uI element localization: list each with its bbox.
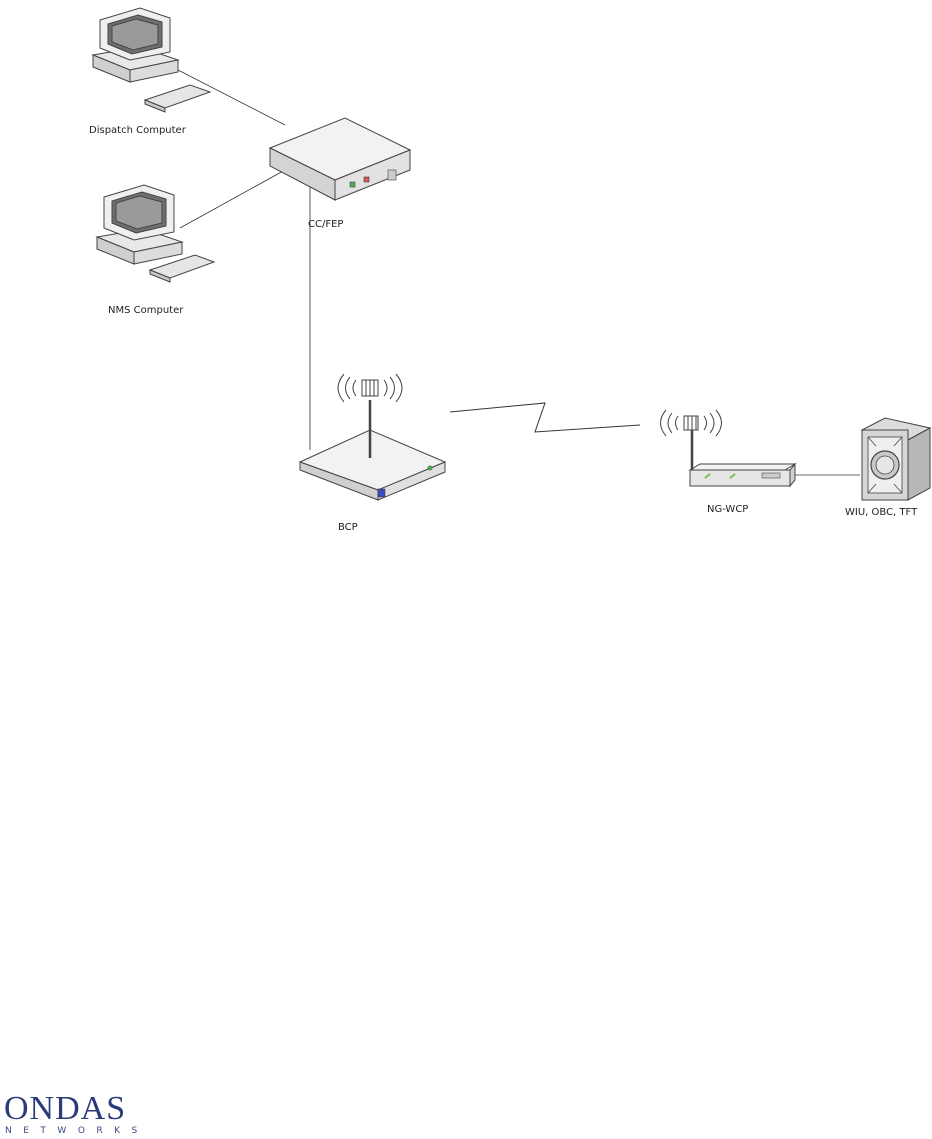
ngwcp-node: NG-WCP	[660, 409, 797, 515]
signal-waves-icon	[337, 373, 403, 403]
desktop-computer-icon	[95, 184, 216, 283]
ngwcp-label: NG-WCP	[707, 504, 748, 515]
wireless-link-bcp-ngwcp	[449, 402, 641, 433]
dispatch-computer-label: Dispatch Computer	[89, 125, 187, 136]
nms-computer-label: NMS Computer	[108, 305, 184, 316]
connections	[177, 69, 860, 476]
wiu-label: WIU, OBC, TFT	[845, 507, 918, 518]
logo-name: ONDAS	[4, 1090, 127, 1127]
ondas-logo: ONDAS NETWORKS	[4, 1090, 174, 1137]
equipment-cabinet-icon	[860, 417, 932, 501]
link-dispatch-ccfep	[177, 69, 286, 126]
logo-subtitle: NETWORKS	[5, 1126, 149, 1136]
bcp-label: BCP	[338, 522, 358, 533]
ccfep-node: CC/FEP	[268, 117, 412, 230]
bcp-node: BCP	[298, 373, 447, 533]
wayside-radio-icon	[683, 415, 797, 488]
base-station-icon	[298, 379, 447, 501]
wiu-node: WIU, OBC, TFT	[845, 417, 932, 518]
link-nms-ccfep	[179, 169, 286, 229]
desktop-computer-icon	[91, 7, 212, 113]
signal-waves-icon	[660, 409, 722, 437]
nms-computer-node: NMS Computer	[95, 184, 216, 316]
dispatch-computer-node: Dispatch Computer	[89, 7, 212, 136]
ccfep-label: CC/FEP	[308, 219, 343, 230]
server-box-icon	[268, 117, 412, 201]
